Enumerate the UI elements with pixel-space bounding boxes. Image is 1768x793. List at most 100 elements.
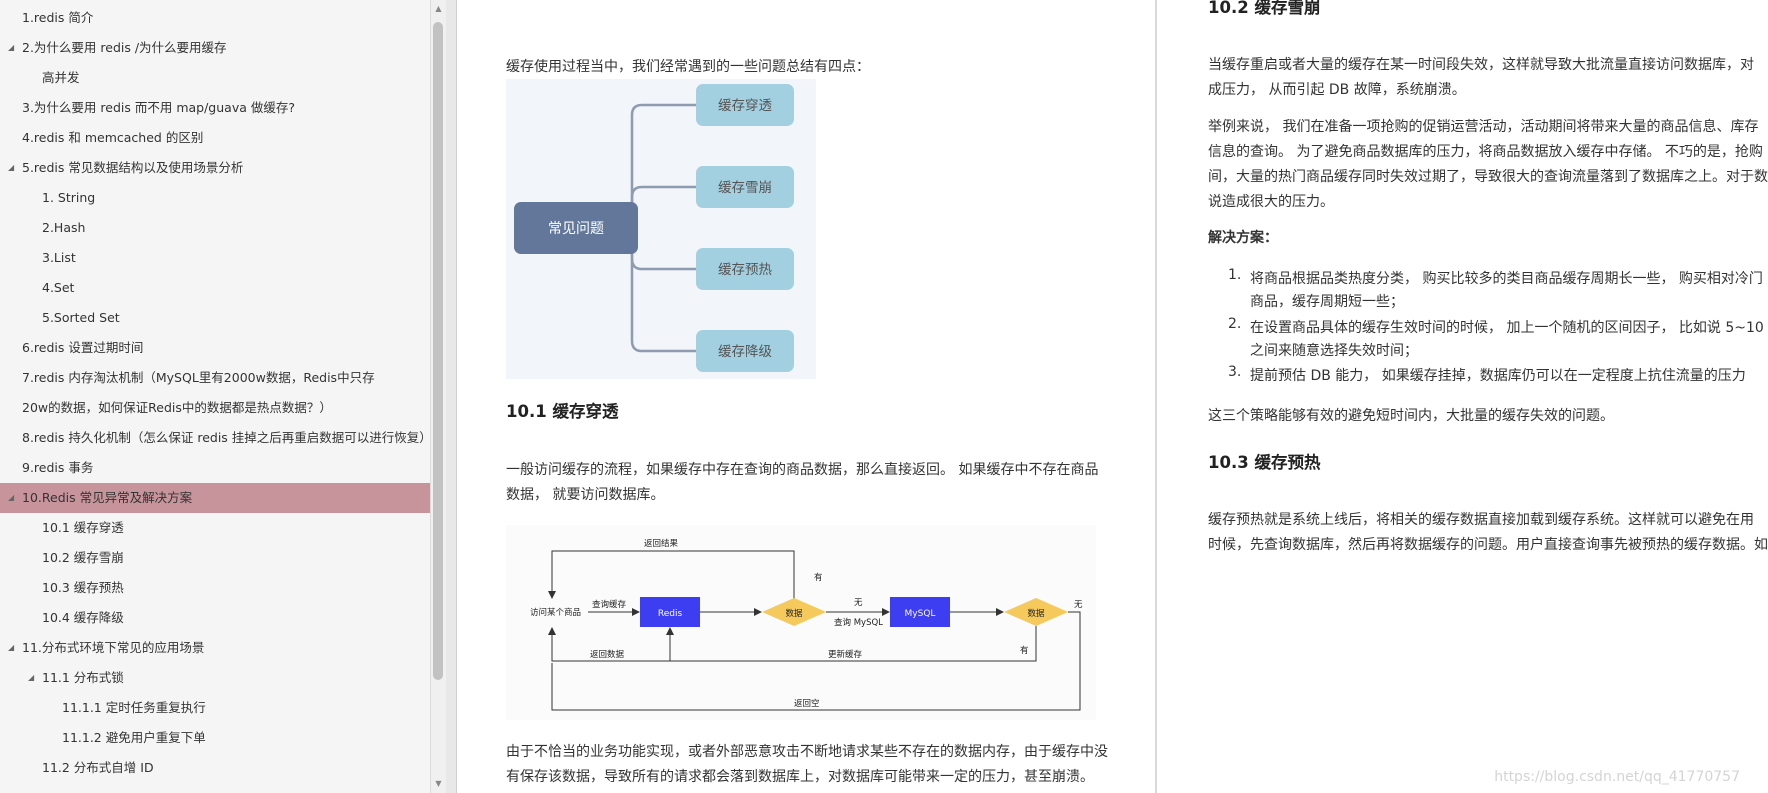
flow-label: 无 [854,598,863,608]
collapse-triangle-icon[interactable]: ◢ [8,43,15,52]
paragraph-line: 数据， 就要访问数据库。 [506,487,665,503]
toc-item[interactable]: 20w的数据，如何保证Redis中的数据都是热点数据？） [0,393,430,423]
flow-label: 无 [1074,600,1083,610]
arrow-head-icon [548,591,556,599]
page-separator [1155,0,1157,793]
collapse-triangle-icon[interactable]: ◢ [28,673,35,682]
toc-item-label: 11.1.2 避免用户重复下单 [62,730,206,745]
toc-item[interactable]: 4.redis 和 memcached 的区别 [0,123,430,153]
mindmap-root-label: 常见问题 [548,221,604,237]
mindmap-branch-node [696,84,794,126]
mindmap-diagram: 常见问题 缓存穿透 缓存雪崩 缓存预热 缓存降级 [506,79,816,379]
list-item-text: 将商品根据品类热度分类， 购买比较多的类目商品缓存周期长一些， 购买相对冷门 [1250,271,1763,287]
scroll-thumb[interactable] [433,22,443,680]
paragraph-line: 一般访问缓存的流程，如果缓存中存在查询的商品数据，那么直接返回。 如果缓存中不存… [506,462,1099,478]
arrow-head-icon [754,608,762,616]
data-decision-diamond [1004,598,1068,626]
toc-item[interactable]: 10.4 缓存降级 [0,603,430,633]
toc-item[interactable]: 6.redis 设置过期时间 [0,333,430,363]
toc-item[interactable]: 高并发 [0,63,430,93]
list-item-text: 提前预估 DB 能力， 如果缓存挂掉，数据库仍可以在一定程度上抗住流量的压力 [1250,368,1746,384]
arrow-head-icon [882,608,890,616]
document-page-right: 10.2 缓存雪崩 当缓存重启或者大量的缓存在某一时间段失效，这样就导致大批流量… [1158,0,1768,793]
flow-label: 查询 MySQL [834,617,883,628]
scroll-up-arrow-icon[interactable]: ▲ [435,4,442,13]
toc-item-label: 20w的数据，如何保证Redis中的数据都是热点数据？） [22,400,332,415]
mindmap-branch-label: 缓存降级 [718,344,772,360]
redis-box [640,597,700,627]
collapse-triangle-icon[interactable]: ◢ [8,493,15,502]
mindmap-branch-label: 缓存穿透 [718,98,772,114]
toc-item[interactable]: 1. String [0,183,430,213]
pane-divider[interactable] [446,0,457,793]
flow-label: 数据 [785,608,803,619]
mindmap-branch-line [630,228,706,353]
toc-item-label: 11.2 分布式自增 ID [42,760,154,775]
toc-item[interactable]: 2.Hash [0,213,430,243]
toc-item[interactable]: 7.redis 内存淘汰机制（MySQL里有2000w数据，Redis中只存 [0,363,430,393]
toc-item[interactable]: 3.List [0,243,430,273]
solution-label: 解决方案： [1208,230,1278,246]
toc-item-label: 8.redis 持久化机制（怎么保证 redis 挂掉之后再重启数据可以进行恢复… [22,430,432,445]
toc-item-label: 11.1.1 定时任务重复执行 [62,700,206,715]
paragraph-line: 时候，先查询数据库，然后再将数据缓存的问题。用户直接查询事先被预热的缓存数据。如 [1208,537,1768,553]
heading-10-1: 10.1 缓存穿透 [506,402,619,421]
toc-item-label: 6.redis 设置过期时间 [22,340,144,355]
mindmap-branch-label: 缓存雪崩 [718,180,772,196]
collapse-triangle-icon[interactable]: ◢ [8,643,15,652]
toc-item[interactable]: ◢5.redis 常见数据结构以及使用场景分析 [0,153,430,183]
list-number: 3. [1228,364,1242,380]
list-number: 1. [1228,267,1242,283]
collapse-triangle-icon[interactable]: ◢ [8,163,15,172]
toc-item[interactable]: 10.1 缓存穿透 [0,513,430,543]
document-page-left: 缓存使用过程当中，我们经常遇到的一些问题总结有四点： 常见问题 缓存穿透 缓存雪… [458,0,1155,793]
watermark-url: https://blog.csdn.net/qq_41770757 [1494,769,1740,785]
toc-item-label: 9.redis 事务 [22,460,94,475]
toc-item[interactable]: 11.2 分布式自增 ID [0,753,430,783]
toc-item-label: 10.1 缓存穿透 [42,520,124,535]
toc-item[interactable]: 11.1.1 定时任务重复执行 [0,693,430,723]
toc-item-label: 11.1 分布式锁 [42,670,124,685]
toc-item-label: 3.为什么要用 redis 而不用 map/guava 做缓存? [22,100,295,115]
toc-item-label: 5.Sorted Set [42,310,120,325]
toc-item[interactable]: 3.为什么要用 redis 而不用 map/guava 做缓存? [0,93,430,123]
scroll-down-arrow-icon[interactable]: ▼ [435,779,442,788]
flow-label: 返回数据 [590,649,625,660]
toc-item[interactable]: ◢2.为什么要用 redis /为什么要用缓存 [0,33,430,63]
toc-item-label: 4.redis 和 memcached 的区别 [22,130,204,145]
intro-text: 缓存使用过程当中，我们经常遇到的一些问题总结有四点： [506,59,870,75]
flow-label: 有 [814,572,823,583]
toc-item[interactable]: ◢ 11.1 分布式锁 [0,663,430,693]
flow-label: 返回结果 [644,538,679,549]
toc-item-label: 10.Redis 常见异常及解决方案 [22,490,193,505]
toc-item[interactable]: 10.3 缓存预热 [0,573,430,603]
toc-item[interactable]: ◢ 10.Redis 常见异常及解决方案 [0,483,430,513]
toc-item[interactable]: 10.2 缓存雪崩 [0,543,430,573]
toc-item-label: 7.redis 内存淘汰机制（MySQL里有2000w数据，Redis中只存 [22,370,375,385]
toc-item-label: 高并发 [42,70,80,85]
paragraph-line: 当缓存重启或者大量的缓存在某一时间段失效，这样就导致大批流量直接访问数据库，对 [1208,57,1754,73]
sidebar-scrollbar[interactable]: ▲ ▼ [430,0,446,793]
toc-item-label: 10.3 缓存预热 [42,580,124,595]
toc-item[interactable]: 8.redis 持久化机制（怎么保证 redis 挂掉之后再重启数据可以进行恢复… [0,423,432,453]
flow-label: 更新缓存 [828,649,863,660]
arrow-head-icon [548,627,556,635]
toc-item-label: 11.分布式环境下常见的应用场景 [22,640,205,655]
mindmap-branch-line [630,185,706,228]
flow-arrow [551,611,1081,711]
toc-item[interactable]: 5.Sorted Set [0,303,430,333]
paragraph-line: 信息的查询。 为了避免商品数据库的压力，将商品数据放入缓存中存储。 不巧的是，抢… [1208,144,1763,160]
paragraph-line: 有保存该数据，导致所有的请求都会落到数据库上，对数据库可能带来一定的压力，甚至崩… [506,769,1094,785]
mindmap-root-node [514,202,638,254]
toc-item[interactable]: 1.redis 简介 [0,3,430,33]
flow-label: Redis [658,609,683,619]
toc-item-label: 3.List [42,250,76,265]
toc-item[interactable]: 11.1.2 避免用户重复下单 [0,723,430,753]
toc-item[interactable]: ◢ 11.分布式环境下常见的应用场景 [0,633,430,663]
toc-item[interactable]: 9.redis 事务 [0,453,430,483]
paragraph-line: 成压力， 从而引起 DB 故障，系统崩溃。 [1208,82,1466,98]
paragraph-line: 说造成很大的压力。 [1208,194,1334,210]
toc-item[interactable]: 4.Set [0,273,430,303]
arrow-head-icon [666,627,674,635]
list-item-text: 之间来随意选择失效时间； [1250,343,1418,359]
